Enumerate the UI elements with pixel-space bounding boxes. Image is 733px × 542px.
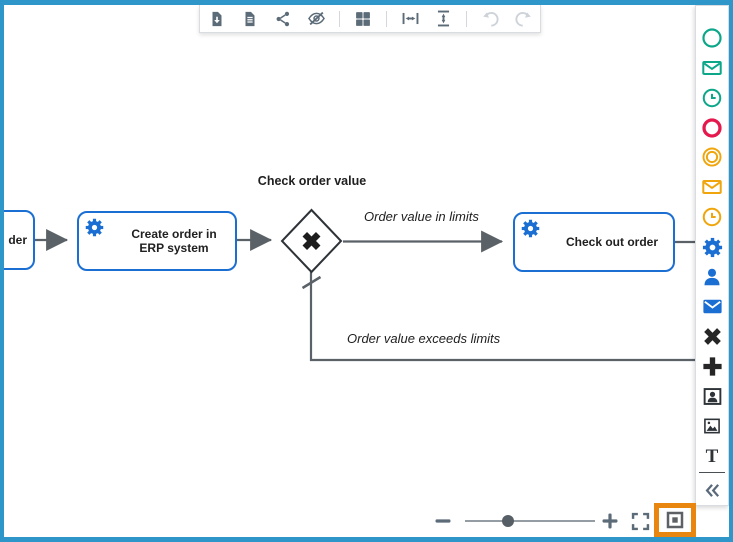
timer-start-event-icon[interactable] xyxy=(697,83,727,113)
toolbar-separator xyxy=(339,10,340,27)
edge-label-exceeds-limits: Order value exceeds limits xyxy=(347,331,501,346)
send-task-icon[interactable] xyxy=(697,292,727,322)
task-create-order[interactable]: Create order in ERP system xyxy=(77,211,237,271)
intermediate-event-icon[interactable] xyxy=(697,143,727,173)
toolbar-separator xyxy=(386,10,387,27)
collapse-palette-icon[interactable] xyxy=(697,475,727,505)
fit-width-icon[interactable] xyxy=(400,9,420,29)
gateway-check-order-value[interactable] xyxy=(279,208,344,274)
element-palette: T xyxy=(695,5,729,506)
edge-label-in-limits: Order value in limits xyxy=(364,209,479,224)
toggle-overlays-visibility-icon[interactable] xyxy=(306,9,326,29)
message-start-event-icon[interactable] xyxy=(697,53,727,83)
text-annotation-label: T xyxy=(705,445,719,467)
viewport-frame-top xyxy=(0,0,733,5)
service-task-icon[interactable] xyxy=(697,232,727,262)
reset-zoom-button[interactable] xyxy=(654,503,696,537)
exclusive-gateway-icon[interactable] xyxy=(697,322,727,352)
task-label: Check out order xyxy=(565,234,658,249)
parallel-gateway-icon[interactable] xyxy=(697,352,727,382)
end-event-icon[interactable] xyxy=(697,113,727,143)
start-event-icon[interactable] xyxy=(697,23,727,53)
share-icon[interactable] xyxy=(273,9,293,29)
undo-icon[interactable] xyxy=(480,9,500,29)
message-intermediate-event-icon[interactable] xyxy=(697,172,727,202)
service-task-gear-icon xyxy=(84,217,105,241)
export-diagram-icon[interactable] xyxy=(207,9,227,29)
gateway-label: Check order value xyxy=(257,174,367,188)
square-in-square-icon xyxy=(666,511,684,529)
zoom-slider-handle[interactable] xyxy=(502,515,514,527)
service-task-gear-icon xyxy=(520,218,541,242)
viewport-frame-right xyxy=(729,0,733,542)
fit-viewport-button[interactable] xyxy=(629,510,651,532)
zoom-in-button[interactable] xyxy=(598,509,622,533)
viewport-frame-left xyxy=(0,0,4,542)
toolbar-separator xyxy=(466,10,467,27)
timer-intermediate-event-icon[interactable] xyxy=(697,202,727,232)
image-icon[interactable] xyxy=(697,411,727,441)
zoom-slider-track[interactable] xyxy=(465,520,595,523)
task-label: der xyxy=(8,232,27,247)
fit-height-icon[interactable] xyxy=(433,9,453,29)
top-toolbar xyxy=(199,5,541,33)
task-check-out-order[interactable]: Check out order xyxy=(513,212,675,272)
task-label: Create order in ERP system xyxy=(131,226,217,255)
grid-layout-icon[interactable] xyxy=(353,9,373,29)
export-document-icon[interactable] xyxy=(240,9,260,29)
palette-divider xyxy=(699,472,725,474)
text-annotation-icon[interactable]: T xyxy=(697,441,727,471)
task-partial[interactable]: der xyxy=(0,210,35,270)
zoom-out-button[interactable] xyxy=(431,509,455,533)
viewport-frame-bottom xyxy=(0,537,733,542)
redo-icon[interactable] xyxy=(513,9,533,29)
user-task-icon[interactable] xyxy=(697,262,727,292)
participant-icon[interactable] xyxy=(697,382,727,412)
